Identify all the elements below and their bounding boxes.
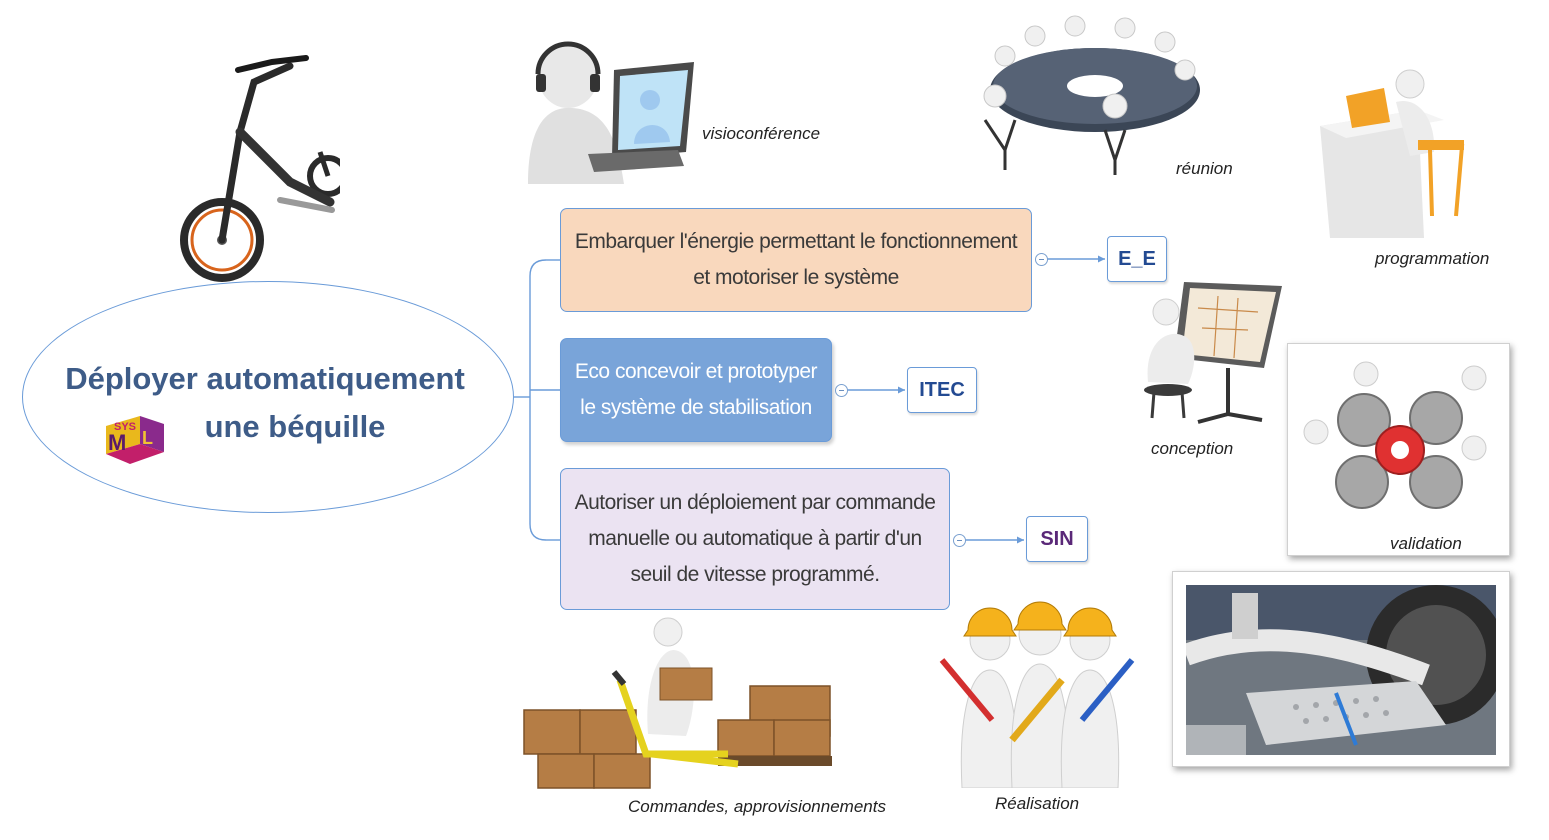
caption-reunion: réunion <box>1176 159 1233 178</box>
meeting-image <box>983 15 1200 175</box>
scooter-image <box>180 55 340 282</box>
root-title: Déployer automatiquement une béquille <box>60 355 470 451</box>
branch-deployment-control[interactable]: Autoriser un déploiement par commande ma… <box>560 468 950 610</box>
root-node[interactable] <box>22 281 514 513</box>
branch-deployment-line2: manuelle ou automatique à partir d'un <box>588 527 922 550</box>
tag-itec[interactable]: ITEC <box>907 367 977 413</box>
branch-eco-design-line2: le système de stabilisation <box>580 396 812 419</box>
videoconference-image <box>528 41 694 184</box>
programming-image <box>1320 69 1465 238</box>
branch-energy-line2: et motoriser le système <box>693 266 899 289</box>
svg-text:M: M <box>108 430 126 455</box>
caption-programmation: programmation <box>1375 249 1490 268</box>
branch-trunk <box>529 259 547 541</box>
sysml-logo-icon: M L SYS <box>106 416 164 464</box>
branch-eco-design-line1: Eco concevoir et prototyper <box>574 360 818 383</box>
root-title-line2: une béquille <box>204 409 386 444</box>
svg-text:L: L <box>142 428 153 448</box>
caption-conception: conception <box>1151 439 1234 458</box>
caption-realisation: Réalisation <box>995 794 1080 813</box>
tag-e-e[interactable]: E_E <box>1107 236 1167 282</box>
caption-commandes: Commandes, approvisionnements <box>628 797 886 816</box>
caption-validation: validation <box>1390 534 1462 553</box>
branch-deployment-line3: seuil de vitesse programmé. <box>630 563 880 586</box>
root-title-line1: Déployer automatiquement <box>65 361 465 396</box>
caption-visioconference: visioconférence <box>702 124 821 143</box>
collapse-toggle-eco-design[interactable] <box>835 384 848 397</box>
tag-sin[interactable]: SIN <box>1026 516 1088 562</box>
branch-deployment-line1: Autoriser un déploiement par commande <box>574 491 936 514</box>
validation-image <box>1303 361 1487 509</box>
prototype-photo <box>1186 585 1496 755</box>
collapse-toggle-deployment[interactable] <box>953 534 966 547</box>
branch-energy-line1: Embarquer l'énergie permettant le foncti… <box>574 230 1018 253</box>
workers-image <box>939 601 1135 788</box>
svg-text:SYS: SYS <box>114 421 136 433</box>
branch-eco-design[interactable]: Eco concevoir et prototyper le système d… <box>560 338 832 442</box>
collapse-toggle-energy[interactable] <box>1035 253 1048 266</box>
drafting-image <box>1144 282 1282 424</box>
branch-energy[interactable]: Embarquer l'énergie permettant le foncti… <box>560 208 1032 312</box>
supplies-image <box>523 617 832 789</box>
